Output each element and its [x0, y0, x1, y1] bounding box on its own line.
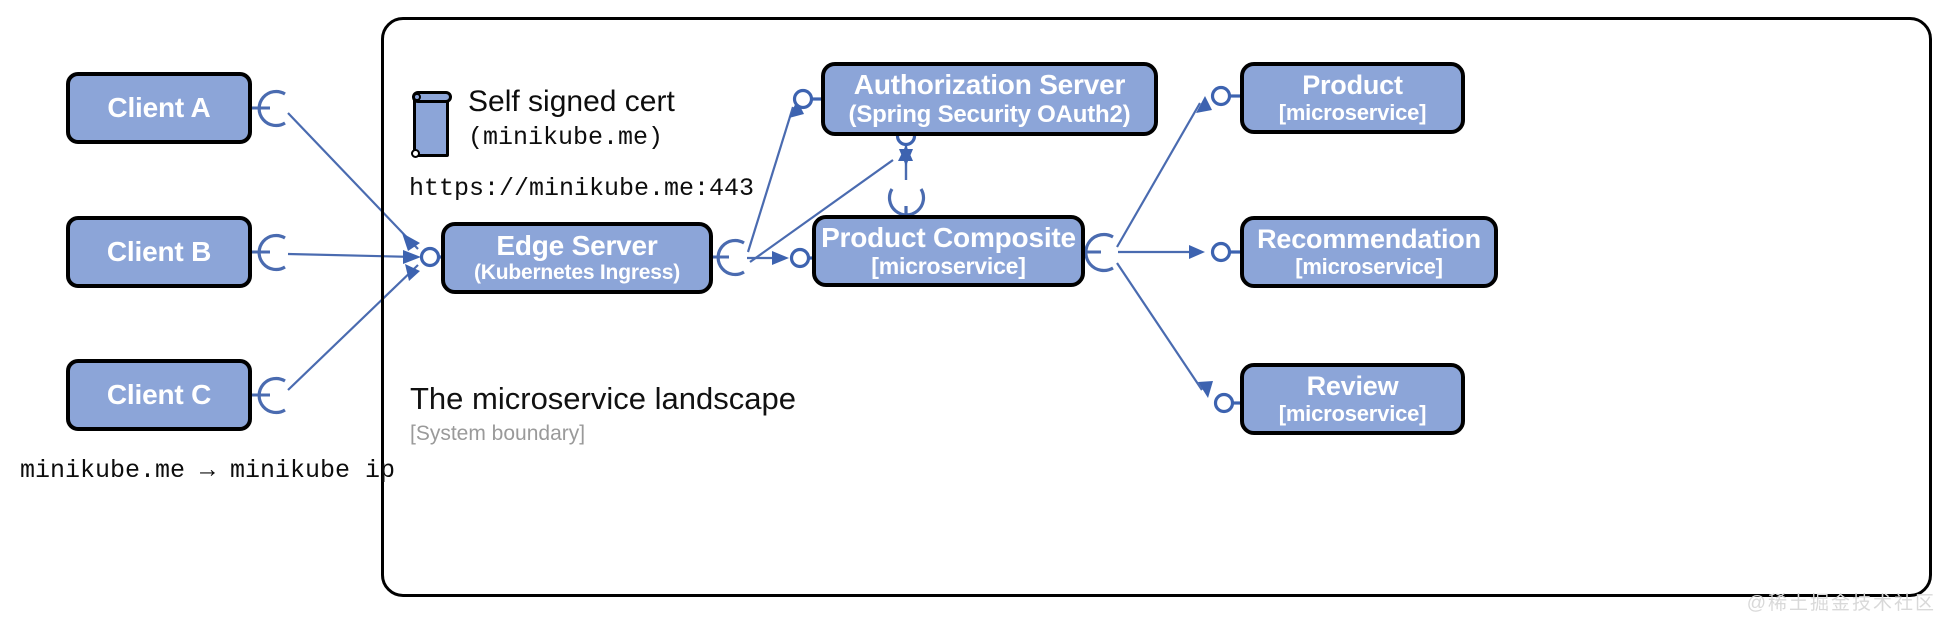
arrowhead-authorization-server-left [789, 100, 804, 118]
node-title: Client A [107, 92, 211, 124]
node-edge-server[interactable]: Edge Server (Kubernetes Ingress) [441, 222, 713, 294]
node-recommendation[interactable]: Recommendation [microservice] [1240, 216, 1498, 288]
cert-icon-knob-top [413, 93, 421, 101]
node-title: Client B [106, 236, 212, 268]
ball-joint-product [1210, 85, 1241, 107]
socket-product-composite-out [1084, 232, 1114, 273]
ball-joint-edge-server [419, 246, 443, 268]
node-subtitle: [microservice] [1278, 401, 1427, 427]
link-composite-product [1116, 102, 1201, 248]
boundary-subtitle: [System boundary] [410, 422, 586, 445]
node-product[interactable]: Product [microservice] [1240, 62, 1465, 134]
ball-joint-product-composite [789, 247, 813, 269]
boundary-label-group: The microservice landscape [System bound… [410, 381, 796, 446]
node-client-b[interactable]: Client B [66, 216, 252, 288]
arrowhead-review [1198, 381, 1213, 398]
system-boundary-container [381, 17, 1932, 597]
ball-joint-review [1213, 392, 1241, 414]
node-authorization-server[interactable]: Authorization Server (Spring Security OA… [821, 62, 1158, 136]
ball-joint-recommendation [1210, 241, 1241, 263]
cert-icon-body [413, 97, 449, 157]
dns-mapping-note: minikube.me → minikube ip [20, 456, 396, 485]
cert-detail: (minikube.me) [468, 123, 664, 152]
arrowhead-product-composite [772, 251, 789, 265]
node-title: Edge Server [496, 230, 658, 262]
link-client-b-edge [287, 252, 417, 259]
cert-title: Self signed cert [468, 85, 675, 118]
arrowheads-authorization-server-bottom [898, 145, 913, 166]
arrowhead-product [1196, 96, 1212, 113]
node-title: Product [1302, 70, 1403, 101]
socket-client-a [252, 89, 286, 128]
node-client-a[interactable]: Client A [66, 72, 252, 144]
node-subtitle: [microservice] [1295, 254, 1443, 280]
cert-text-block: Self signed cert (minikube.me) [468, 85, 675, 152]
socket-edge-server-out [713, 238, 745, 277]
certificate-scroll-icon [410, 89, 454, 161]
link-client-c-edge [287, 264, 419, 391]
ball-joint-authorization-server-left [792, 88, 822, 110]
node-title: Authorization Server [853, 69, 1126, 101]
node-title: Review [1306, 371, 1399, 402]
node-subtitle: [microservice] [1278, 100, 1427, 126]
arrowheads-edge-server [402, 233, 421, 281]
watermark-label: @稀土掘金技术社区 [1746, 593, 1936, 614]
node-title: Product Composite [821, 222, 1076, 254]
node-title: Recommendation [1257, 224, 1481, 255]
node-title: Client C [106, 379, 212, 411]
link-client-a-edge [287, 112, 419, 250]
self-signed-cert-annotation: Self signed cert (minikube.me) [410, 85, 675, 161]
cert-icon-knob-bottom [411, 149, 420, 158]
link-composite-review [1116, 262, 1203, 391]
link-edge-authorization-server [746, 106, 795, 253]
boundary-title: The microservice landscape [410, 381, 796, 416]
node-product-composite[interactable]: Product Composite [microservice] [812, 215, 1085, 287]
link-composite-authorization-diagonal [749, 159, 894, 263]
ingress-url-label: https://minikube.me:443 [409, 174, 755, 203]
socket-client-b [252, 233, 286, 272]
node-client-c[interactable]: Client C [66, 359, 252, 431]
arrowhead-recommendation [1189, 245, 1205, 259]
socket-client-c [252, 376, 286, 415]
node-subtitle: (Kubernetes Ingress) [473, 261, 681, 285]
node-subtitle: (Spring Security OAuth2) [848, 101, 1131, 129]
node-review[interactable]: Review [microservice] [1240, 363, 1465, 435]
node-subtitle: [microservice] [871, 253, 1026, 280]
